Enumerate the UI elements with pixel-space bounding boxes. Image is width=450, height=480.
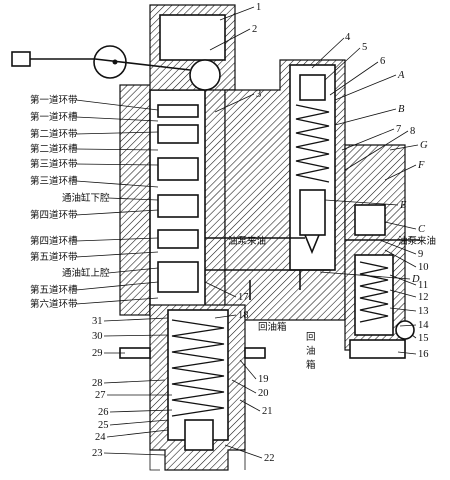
callout-18: 18 bbox=[238, 310, 249, 321]
callout-25: 25 bbox=[98, 420, 109, 431]
callout-20: 20 bbox=[258, 388, 269, 399]
callout-E: E bbox=[399, 200, 407, 211]
callout-17: 17 bbox=[238, 292, 249, 303]
callout-21: 21 bbox=[262, 406, 273, 417]
number-callouts: 1 2 3 4 5 6 7 8 9 10 11 12 13 14 15 16 1… bbox=[92, 2, 429, 464]
callout-29: 29 bbox=[92, 348, 103, 359]
flow-labels: 油泵来油 油泵来油 回油箱 回 油 箱 bbox=[228, 235, 436, 371]
label-return-right-2: 油 bbox=[306, 345, 316, 357]
callout-3: 3 bbox=[256, 89, 261, 100]
callout-A: A bbox=[397, 70, 405, 81]
callout-30: 30 bbox=[92, 331, 103, 342]
label-ring-groove-3: 第三道环槽 bbox=[30, 175, 78, 187]
callout-1: 1 bbox=[256, 2, 261, 13]
callout-6: 6 bbox=[380, 56, 385, 67]
callout-28: 28 bbox=[92, 378, 103, 389]
left-labels: 第一道环带 第一道环槽 第二道环带 第二道环槽 第三道环带 第三道环槽 通油缸下… bbox=[30, 94, 159, 310]
callout-9: 9 bbox=[418, 249, 423, 260]
callout-14: 14 bbox=[418, 320, 429, 331]
label-ring-band-6: 第六道环带 bbox=[30, 298, 78, 310]
callout-D: D bbox=[411, 274, 420, 285]
label-ring-band-1: 第一道环带 bbox=[30, 94, 78, 106]
label-ring-groove-4: 第四道环槽 bbox=[30, 235, 78, 247]
lower-cylinder-assembly bbox=[119, 304, 266, 471]
main-valve-body bbox=[119, 4, 236, 316]
callout-31: 31 bbox=[92, 316, 103, 327]
callout-C: C bbox=[418, 224, 426, 235]
label-pump-oil-center: 油泵来油 bbox=[228, 235, 266, 247]
pressure-valve-body bbox=[224, 59, 346, 321]
label-return-right-1: 回 bbox=[306, 332, 316, 343]
label-upper-chamber: 通油缸上腔 bbox=[62, 267, 110, 279]
callout-27: 27 bbox=[95, 390, 106, 401]
callout-5: 5 bbox=[362, 42, 367, 53]
callout-11: 11 bbox=[418, 280, 428, 291]
callout-26: 26 bbox=[98, 407, 109, 418]
callout-24: 24 bbox=[95, 432, 106, 443]
callout-19: 19 bbox=[258, 374, 269, 385]
label-ring-groove-1: 第一道环槽 bbox=[30, 111, 78, 123]
callout-23: 23 bbox=[92, 448, 103, 459]
callout-4: 4 bbox=[345, 32, 351, 43]
callout-22: 22 bbox=[264, 453, 275, 464]
label-ring-groove-5: 第五道环槽 bbox=[30, 284, 78, 296]
callout-10: 10 bbox=[418, 262, 429, 273]
label-ring-band-5: 第五道环带 bbox=[30, 251, 78, 263]
label-return-left: 回油箱 bbox=[258, 321, 287, 333]
callout-7: 7 bbox=[396, 124, 401, 135]
oil-passages bbox=[205, 237, 420, 300]
lever-handle bbox=[11, 45, 191, 79]
callout-13: 13 bbox=[418, 306, 429, 317]
label-ring-band-4: 第四道环带 bbox=[30, 209, 78, 221]
callout-F: F bbox=[417, 160, 425, 171]
letter-callouts: A B C D E F G bbox=[319, 70, 428, 285]
callout-B: B bbox=[398, 104, 405, 115]
callout-2: 2 bbox=[252, 24, 257, 35]
callout-16: 16 bbox=[418, 349, 429, 360]
callout-G: G bbox=[420, 140, 428, 151]
label-ring-groove-2: 第二道环槽 bbox=[30, 143, 78, 155]
label-return-right-3: 箱 bbox=[306, 359, 316, 371]
label-lower-chamber: 通油缸下腔 bbox=[62, 192, 110, 204]
callout-8: 8 bbox=[410, 126, 415, 137]
label-ring-band-3: 第三道环带 bbox=[30, 158, 78, 170]
label-pump-oil-right: 油泵来油 bbox=[398, 235, 436, 247]
callout-12: 12 bbox=[418, 292, 429, 303]
callout-15: 15 bbox=[418, 333, 429, 344]
label-ring-band-2: 第二道环带 bbox=[30, 128, 78, 140]
